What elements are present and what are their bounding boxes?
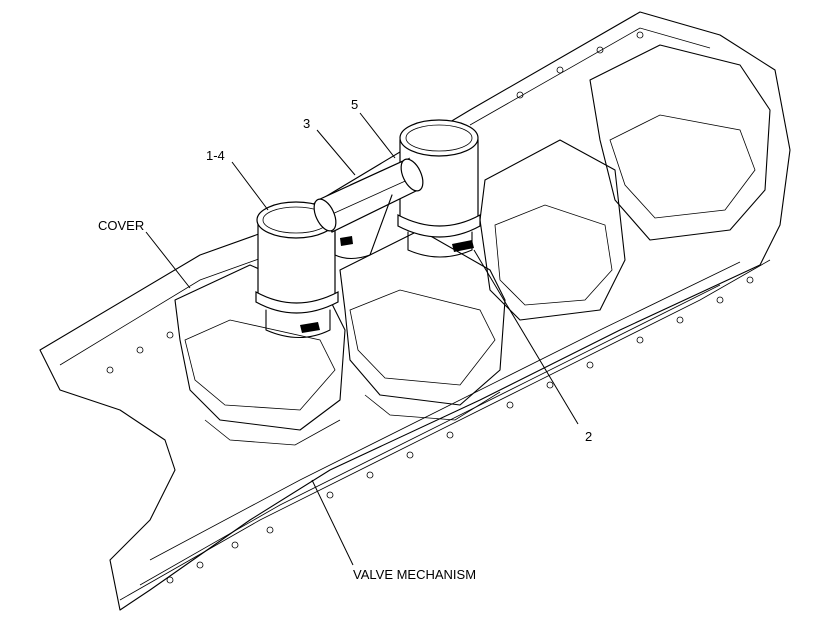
valve-cover-4 xyxy=(589,44,771,241)
leader-2 xyxy=(473,249,579,425)
leader-1-4 xyxy=(231,161,269,211)
connecting-tube xyxy=(313,157,424,260)
engine-block xyxy=(39,11,791,611)
valve-cover-2 xyxy=(339,229,506,421)
callout-1-4: 1-4 xyxy=(206,148,225,163)
leader-lines xyxy=(145,112,579,566)
callout-cover: COVER xyxy=(98,218,144,233)
leader-5 xyxy=(359,112,396,159)
callouts: 1-4 3 5 2 COVER VALVE MECHANISM xyxy=(98,97,592,582)
callout-2: 2 xyxy=(585,429,592,444)
leader-valve xyxy=(311,479,354,566)
callout-valve-mechanism: VALVE MECHANISM xyxy=(353,567,476,582)
callout-5: 5 xyxy=(351,97,358,112)
bolt-row xyxy=(106,31,754,584)
valve-cover-3 xyxy=(479,139,626,321)
leader-3 xyxy=(316,129,356,176)
callout-3: 3 xyxy=(303,116,310,131)
breather-right xyxy=(397,119,481,258)
leader-cover xyxy=(145,231,191,289)
